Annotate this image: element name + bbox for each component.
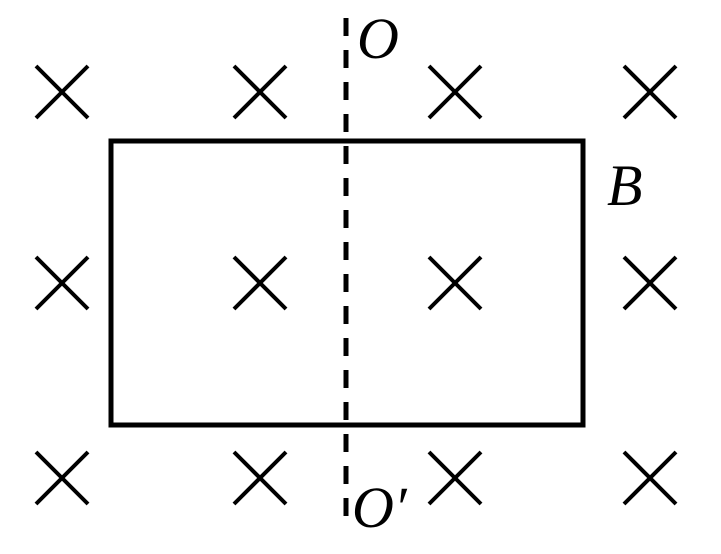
field-cross-icon xyxy=(232,255,288,311)
field-cross-icon xyxy=(34,255,90,311)
field-cross-icon xyxy=(232,450,288,506)
field-cross-icon xyxy=(232,64,288,120)
field-cross-icon xyxy=(622,450,678,506)
field-cross-icon xyxy=(427,64,483,120)
magnetic-field-label-b: B xyxy=(607,153,643,218)
axis-label-o-prime: O′ xyxy=(352,475,407,540)
field-cross-icon xyxy=(427,450,483,506)
axis-label-o: O xyxy=(357,6,399,71)
field-cross-icon xyxy=(34,64,90,120)
conducting-loop-rectangle xyxy=(108,138,586,428)
field-mark-group xyxy=(34,64,678,506)
field-cross-icon xyxy=(427,255,483,311)
field-cross-icon xyxy=(34,450,90,506)
field-cross-icon xyxy=(622,64,678,120)
field-cross-icon xyxy=(622,255,678,311)
